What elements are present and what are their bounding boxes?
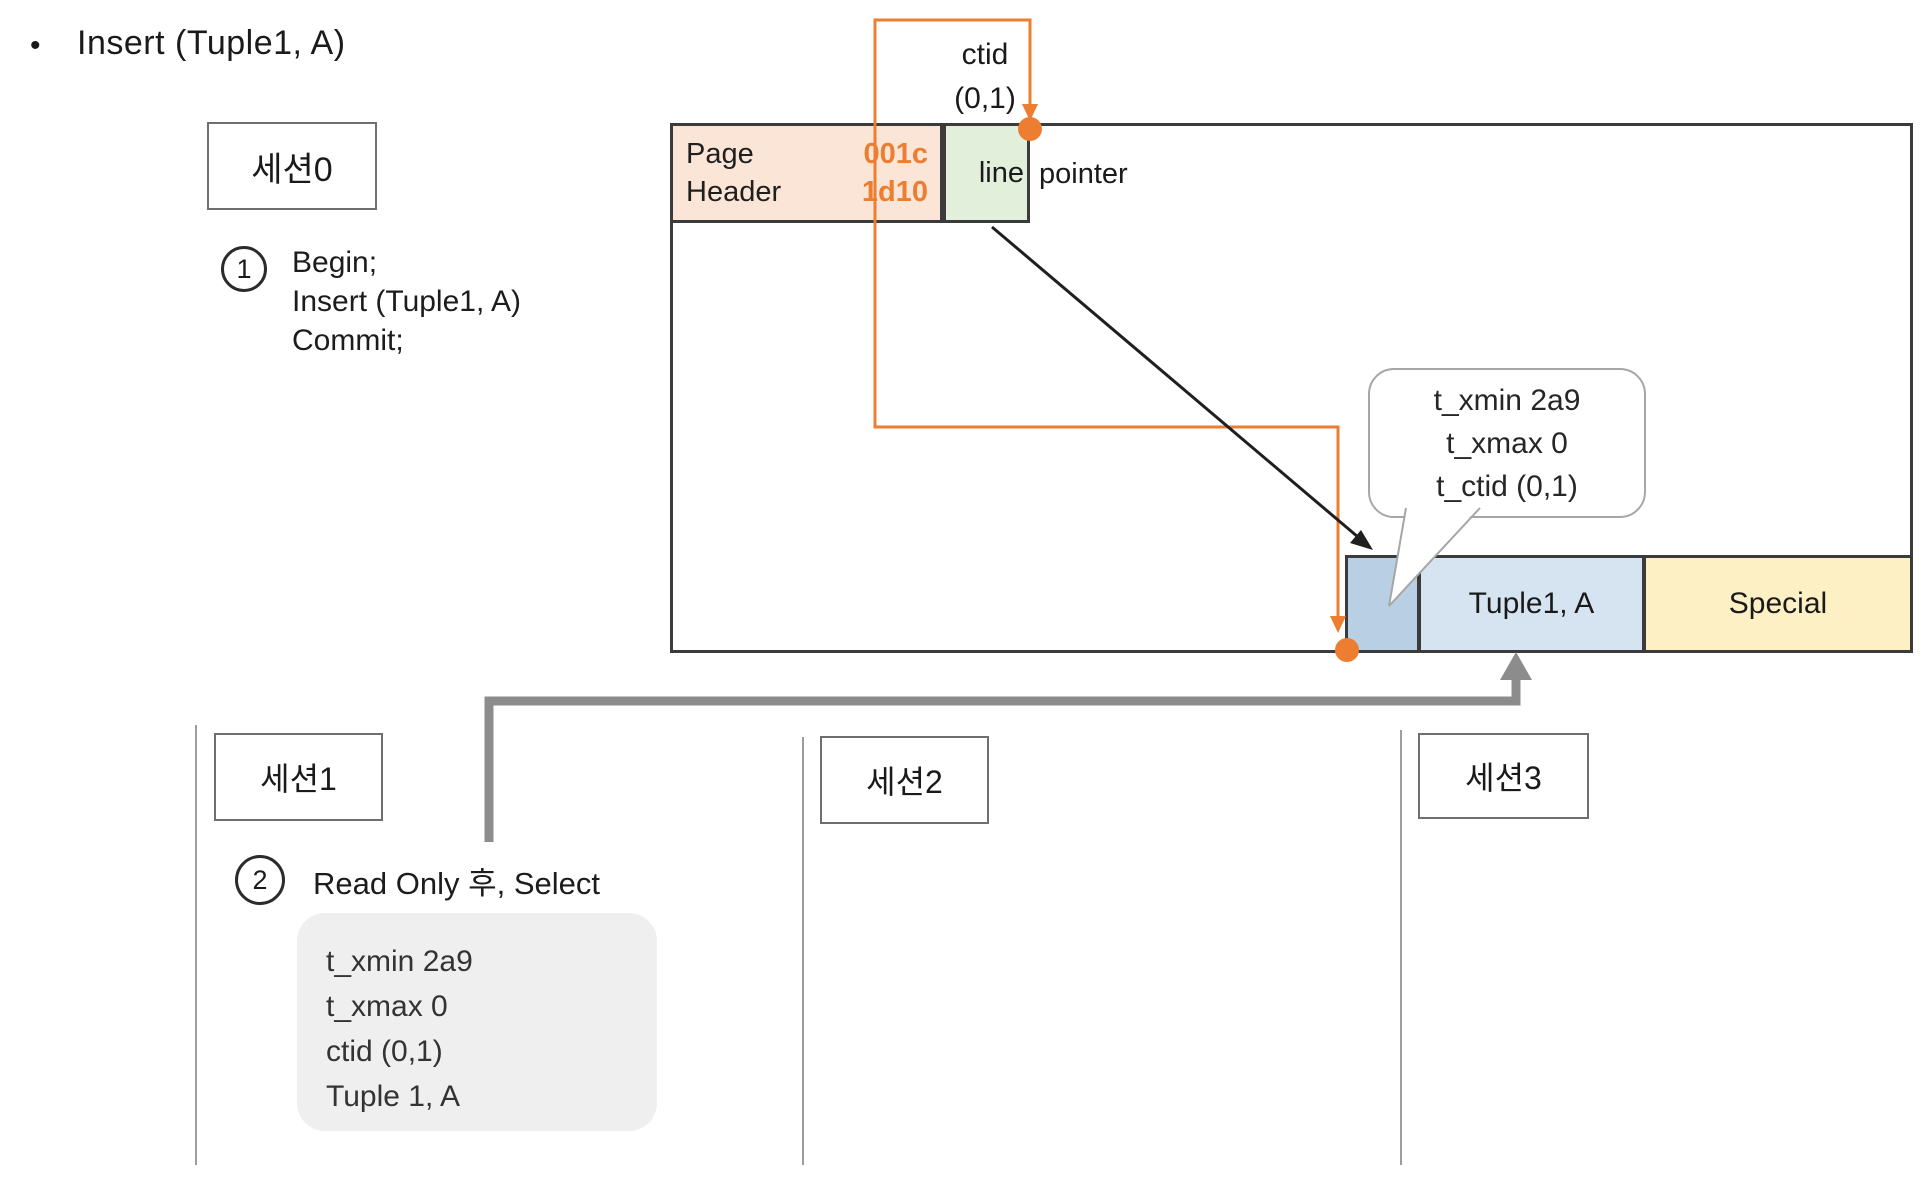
tuple-slot-box <box>1345 555 1420 653</box>
ctid-label-line1: ctid <box>961 38 1009 71</box>
special-box: Special <box>1643 555 1913 653</box>
step2-number: 2 <box>252 864 268 895</box>
page-header-value-1: 001c <box>863 138 928 170</box>
session2-box: 세션2 <box>820 736 989 824</box>
callout-line-xmax: t_xmax 0 <box>1446 427 1568 460</box>
session0-label: 세션0 <box>251 150 333 189</box>
line-pointer-label-outside: pointer <box>1039 158 1128 190</box>
line-pointer-label-inside: line <box>978 156 1024 189</box>
result-line-tuple: Tuple 1, A <box>326 1080 460 1113</box>
step1-line-insert: Insert (Tuple1, A) <box>292 285 521 318</box>
callout-line-xmin: t_xmin 2a9 <box>1433 384 1581 417</box>
result-line-xmin: t_xmin 2a9 <box>326 945 473 978</box>
slide-title-row: • Insert (Tuple1, A) <box>30 24 346 68</box>
page-header-box: Page 001c Header 1d10 <box>670 123 943 223</box>
step1-statement: Begin; Insert (Tuple1, A) Commit; <box>292 243 521 360</box>
step2-statement: Read Only 후, Select <box>313 866 600 901</box>
step1-number: 1 <box>236 253 252 284</box>
page-header-value-2: 1d10 <box>861 176 928 208</box>
result-line-ctid: ctid (0,1) <box>326 1035 443 1068</box>
session1-label: 세션1 <box>260 761 337 797</box>
step1-line-begin: Begin; <box>292 246 378 279</box>
tuple1-box: Tuple1, A <box>1418 555 1645 653</box>
callout-line-ctid: t_ctid (0,1) <box>1436 470 1578 503</box>
result-line-xmax: t_xmax 0 <box>326 990 448 1023</box>
tuple1-label: Tuple1, A <box>1468 587 1595 620</box>
select-result-box: t_xmin 2a9 t_xmax 0 ctid (0,1) Tuple 1, … <box>297 913 657 1131</box>
ctid-label-line2: (0,1) <box>954 82 1016 115</box>
select-arrow-line <box>484 672 1521 842</box>
step1-line-commit: Commit; <box>292 324 404 357</box>
session0-box: 세션0 <box>207 122 377 210</box>
session2-label: 세션2 <box>866 764 943 800</box>
tuple-callout-bubble: t_xmin 2a9 t_xmax 0 t_ctid (0,1) <box>1368 368 1646 518</box>
session3-label: 세션3 <box>1465 760 1542 796</box>
session1-box: 세션1 <box>214 733 383 821</box>
session3-box: 세션3 <box>1418 733 1589 819</box>
page-header-label-2: Header <box>686 176 782 208</box>
step1-number-circle: 1 <box>221 246 267 292</box>
step2-number-circle: 2 <box>235 855 285 905</box>
line-pointer-box: line <box>943 123 1030 223</box>
bullet-dot-icon: • <box>30 29 42 62</box>
page-header-label-1: Page <box>686 138 754 170</box>
ctid-label: ctid (0,1) <box>920 33 1050 121</box>
special-label: Special <box>1728 587 1828 620</box>
select-arrow-head-icon <box>1500 652 1532 680</box>
slide-title: Insert (Tuple1, A) <box>77 24 346 62</box>
